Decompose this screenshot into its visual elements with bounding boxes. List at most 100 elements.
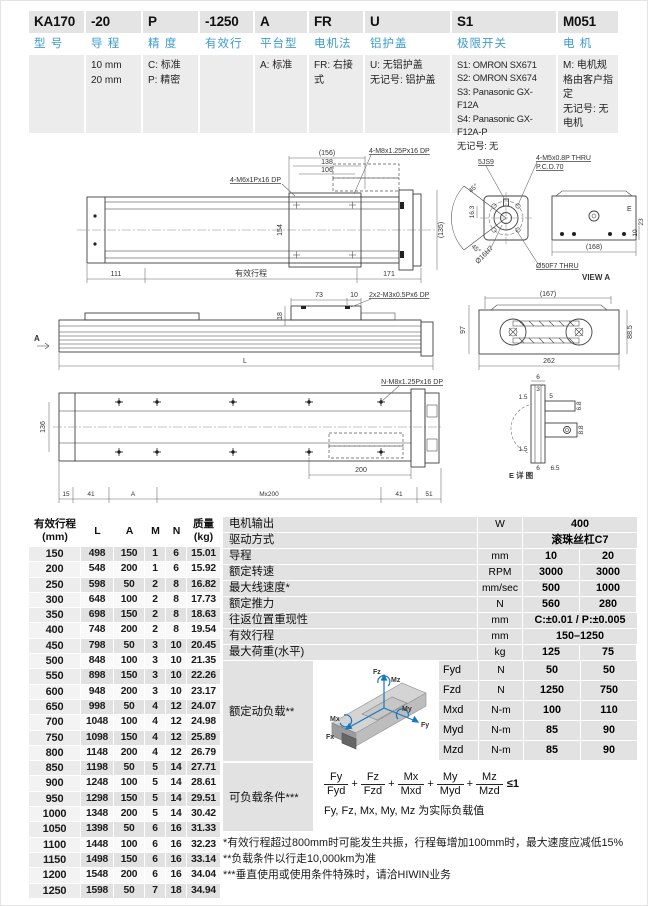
- table-cell: 24.98: [187, 715, 220, 730]
- denominator: Mzd: [479, 784, 500, 797]
- footnote-line: ***垂直使用或使用条件特殊时，请洽HIWIN业务: [223, 869, 451, 882]
- table-cell: 22.26: [187, 669, 220, 684]
- table-cell: 32.23: [187, 837, 220, 852]
- dynamic-load-section: 额定动负载**: [223, 661, 639, 761]
- dim-label: 4-M6x1Px16 DP: [230, 177, 281, 184]
- model-options: U: 无铝护盖无记号: 铝护盖: [365, 55, 450, 133]
- model-segment-label: 电 机: [563, 38, 593, 50]
- dim-label: 136: [40, 421, 47, 433]
- table-cell: 400: [29, 623, 81, 638]
- table-cell: 1248: [81, 776, 114, 791]
- spec-unit: N-m: [479, 741, 524, 760]
- spec-unit: [478, 533, 523, 548]
- table-cell: 3: [145, 684, 166, 699]
- model-segment-label: 电机法兰: [314, 38, 352, 72]
- numerator: Mz: [476, 771, 503, 785]
- footnotes: *有效行程超过800mm时可能发生共振，行程每增加100mm时，最大速度应减低1…: [223, 835, 639, 884]
- table-cell: 10: [166, 638, 187, 654]
- spec-value: 1250: [524, 681, 581, 700]
- table-cell: 200: [114, 745, 145, 761]
- model-options: [200, 55, 253, 133]
- axis-label: Fx: [326, 734, 334, 741]
- table-cell: 5: [145, 791, 166, 807]
- model-option: 无记号: 无: [457, 140, 499, 151]
- table-cell: 14: [166, 776, 187, 791]
- table-cell: 1148: [81, 745, 114, 761]
- table-cell: 10: [166, 684, 187, 699]
- model-segment-label: 有效行程: [205, 38, 243, 72]
- dim-label: 8.8: [578, 425, 585, 434]
- table-cell: 700: [29, 715, 81, 730]
- table-cell: 1100: [29, 837, 81, 852]
- spec-label: 有效行程: [223, 629, 478, 644]
- table-cell: 748: [81, 623, 114, 638]
- table-cell: 16: [166, 822, 187, 837]
- spec-unit: kg: [478, 645, 523, 660]
- table-cell: 27.71: [187, 761, 220, 776]
- dim-label: 73: [315, 292, 323, 299]
- section-label: A: [34, 334, 40, 343]
- model-options: FR: 右接式: [309, 55, 363, 133]
- denominator: Myd: [439, 784, 461, 797]
- model-segment-label: 精 度: [148, 38, 178, 50]
- spec-value: 3000: [523, 565, 580, 580]
- dim-label: 106: [321, 167, 333, 174]
- table-cell: 948: [81, 684, 114, 699]
- dim-label: 88.5: [627, 325, 634, 339]
- table-cell: 6: [145, 868, 166, 883]
- table-cell: 150: [114, 730, 145, 745]
- table-cell: 29.51: [187, 791, 220, 807]
- dim-label: E: [627, 206, 632, 213]
- numerator: My: [436, 771, 464, 785]
- spec-value: 90: [581, 721, 637, 740]
- dim-label: 2x2-M3x0.5Px6 DP: [369, 292, 430, 299]
- model-segment-label: 极限开关: [457, 38, 507, 50]
- spec-unit: N: [479, 661, 524, 680]
- stroke-table-header: 有效行程 (mm) L A M N 质量 (kg): [29, 517, 220, 545]
- dim-label: 1.5: [518, 446, 527, 453]
- dynamic-load-label: 额定动负载**: [223, 661, 313, 761]
- model-code: -20: [86, 11, 141, 33]
- table-cell: 848: [81, 654, 114, 669]
- load-name: Myd: [439, 721, 479, 740]
- table-cell: 150: [29, 547, 81, 562]
- dim-label: 154: [277, 224, 284, 236]
- spec-unit: mm/sec: [478, 581, 523, 596]
- dim-label: 1.5: [518, 394, 527, 401]
- table-cell: 600: [29, 684, 81, 699]
- table-cell: 12: [166, 699, 187, 715]
- model-code: A: [255, 11, 307, 33]
- table-cell: 15.92: [187, 562, 220, 577]
- table-cell: 6: [166, 547, 187, 562]
- model-code: -1250: [200, 11, 253, 33]
- dim-label: L: [243, 358, 247, 365]
- load-condition-note: Fy, Fz, Mx, My, Mz 为实际负载值: [324, 805, 485, 818]
- load-name: Fyd: [439, 661, 479, 680]
- table-cell: 25.89: [187, 730, 220, 745]
- table-cell: 5: [145, 761, 166, 776]
- dim-label: (167): [540, 291, 556, 298]
- denominator: Fzd: [363, 784, 383, 797]
- model-code: P: [143, 11, 198, 33]
- table-cell: 33.14: [187, 852, 220, 868]
- dim-label: 16.3: [469, 205, 476, 218]
- denominator: Mxd: [400, 784, 422, 797]
- table-cell: 2: [145, 592, 166, 608]
- table-cell: 31.33: [187, 822, 220, 837]
- dim-label: (135): [438, 222, 445, 238]
- formula-condition: ≤1: [506, 778, 519, 791]
- table-cell: 100: [114, 776, 145, 791]
